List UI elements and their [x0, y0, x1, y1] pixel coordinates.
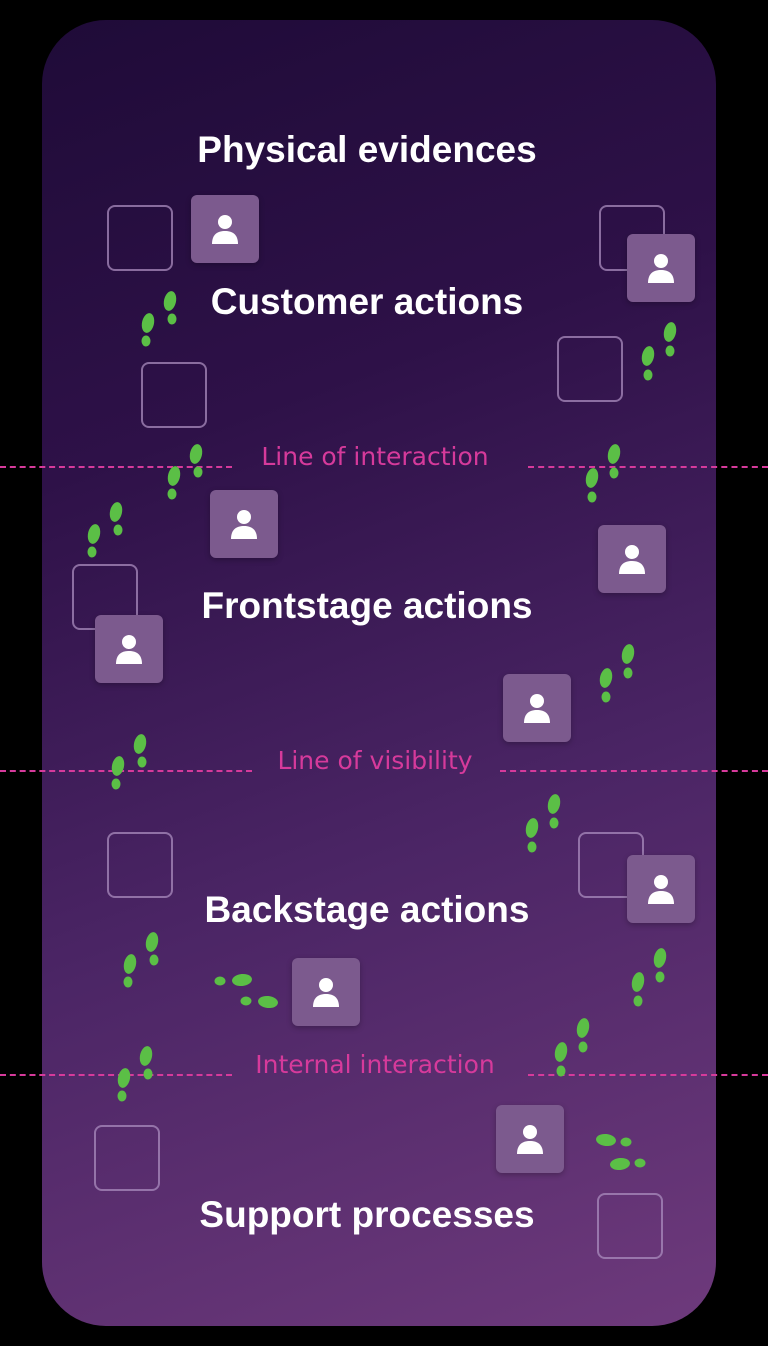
placeholder-box [557, 336, 623, 402]
user-icon [210, 490, 278, 558]
line-of-visibility-label: Line of visibility [277, 746, 473, 775]
footprints-icon [599, 644, 635, 703]
user-icon [496, 1105, 564, 1173]
footprints-icon [111, 734, 147, 790]
internal-interaction-label: Internal interaction [255, 1050, 495, 1079]
backstage-actions-heading: Backstage actions [204, 889, 530, 930]
physical-evidences-heading: Physical evidences [197, 129, 537, 170]
line-of-visibility-left [0, 770, 252, 772]
user-icon [95, 615, 163, 683]
footprints-icon [167, 444, 203, 500]
placeholder-box [597, 1193, 663, 1259]
support-processes-heading: Support processes [199, 1194, 535, 1235]
customer-actions-heading: Customer actions [210, 281, 524, 322]
line-of-visibility-right [500, 770, 768, 772]
user-icon [191, 195, 259, 263]
user-icon [627, 855, 695, 923]
footprints-icon [525, 794, 561, 853]
footprints-icon [641, 322, 677, 381]
footprints-icon [141, 291, 177, 347]
footprints-icon [214, 973, 278, 1009]
placeholder-box [107, 205, 173, 271]
footprints-icon [585, 444, 621, 503]
line-of-interaction-label: Line of interaction [261, 442, 489, 471]
footprints-icon [596, 1133, 646, 1171]
footprints-icon [117, 1046, 153, 1102]
internal-interaction-left [0, 1074, 232, 1076]
internal-interaction-right [528, 1074, 768, 1076]
placeholder-box [141, 362, 207, 428]
line-of-interaction-left [0, 466, 232, 468]
footprints-icon [123, 932, 159, 988]
footprints-icon [631, 948, 667, 1007]
footprints-icon [554, 1018, 590, 1077]
placeholder-box [107, 832, 173, 898]
placeholder-box [94, 1125, 160, 1191]
user-icon [627, 234, 695, 302]
user-icon [598, 525, 666, 593]
user-icon [292, 958, 360, 1026]
line-of-interaction-right [528, 466, 768, 468]
footprints-icon [87, 502, 123, 558]
user-icon [503, 674, 571, 742]
frontstage-actions-heading: Frontstage actions [201, 585, 533, 626]
